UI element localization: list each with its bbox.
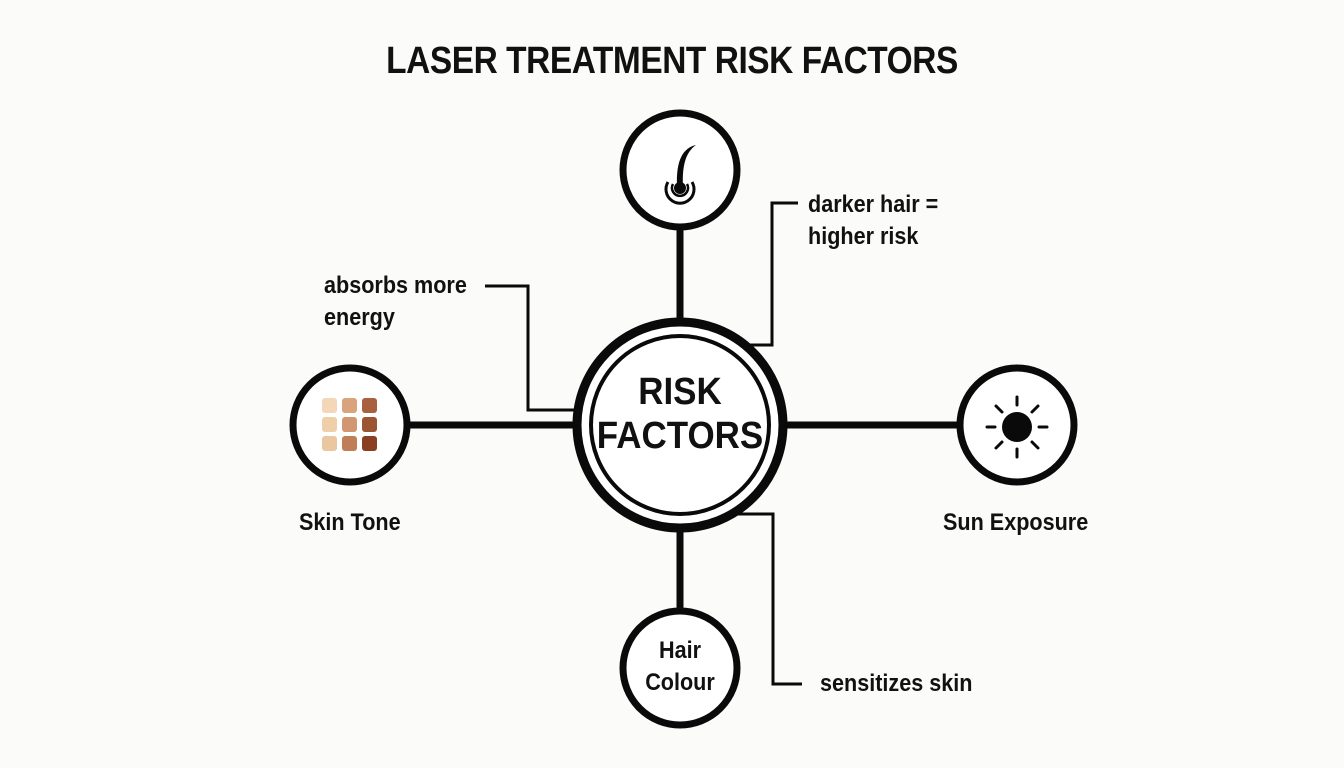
sun-icon — [985, 395, 1049, 459]
node-left — [289, 364, 411, 486]
callout-skin-tone-line1: absorbs more — [324, 272, 467, 299]
skin-tone-palette-icon — [322, 398, 377, 451]
hair-colour-label-line1: Hair — [658, 637, 702, 664]
hair-colour-label-line2: Colour — [645, 669, 715, 696]
center-label-line2: FACTORS — [596, 415, 764, 457]
callout-skin-tone: absorbs more energy — [324, 270, 467, 334]
diagram-title: LASER TREATMENT RISK FACTORS — [386, 40, 958, 82]
sun-exposure-label: Sun Exposure — [943, 509, 1089, 536]
center-label: RISK FACTORS — [588, 370, 772, 458]
node-bottom — [619, 607, 741, 729]
node-right — [956, 364, 1078, 486]
callout-hair-colour: darker hair = higher risk — [808, 189, 938, 253]
callout-line-hair-colour — [748, 201, 798, 347]
skin-tone-label: Skin Tone — [299, 509, 401, 536]
callout-lines — [485, 201, 802, 686]
connectors — [408, 228, 959, 610]
callout-skin-tone-line2: energy — [324, 304, 395, 331]
node-top — [619, 109, 741, 231]
hair-follicle-icon — [664, 145, 696, 205]
center-node — [572, 317, 788, 533]
callout-hair-colour-line1: darker hair = — [808, 191, 939, 218]
callout-line-skin-tone — [485, 284, 575, 412]
callout-hair-colour-line2: higher risk — [808, 223, 919, 250]
hair-colour-label: Hair Colour — [626, 635, 734, 699]
callout-sun-exposure: sensitizes skin — [820, 670, 973, 697]
callout-line-sun-exposure — [735, 512, 802, 686]
center-label-line1: RISK — [638, 371, 722, 413]
